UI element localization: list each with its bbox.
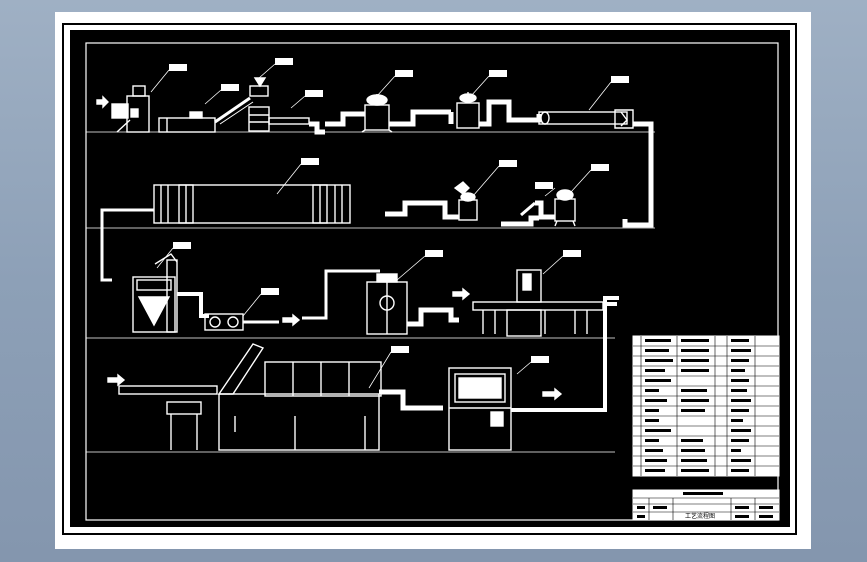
drawing-viewport[interactable]: 工艺流程图 [55, 12, 811, 549]
row4-equipment [107, 296, 619, 451]
process-flow-drawing: 工艺流程图 [62, 23, 797, 535]
row2-equipment [100, 181, 576, 282]
row1-equipment [96, 77, 654, 228]
balloon-tags [169, 58, 629, 363]
balloons [150, 63, 612, 389]
title-block: 工艺流程图 [632, 489, 780, 521]
drawing-title: 工艺流程图 [685, 512, 715, 520]
row3-equipment [132, 253, 617, 337]
parts-list-table [632, 335, 780, 477]
